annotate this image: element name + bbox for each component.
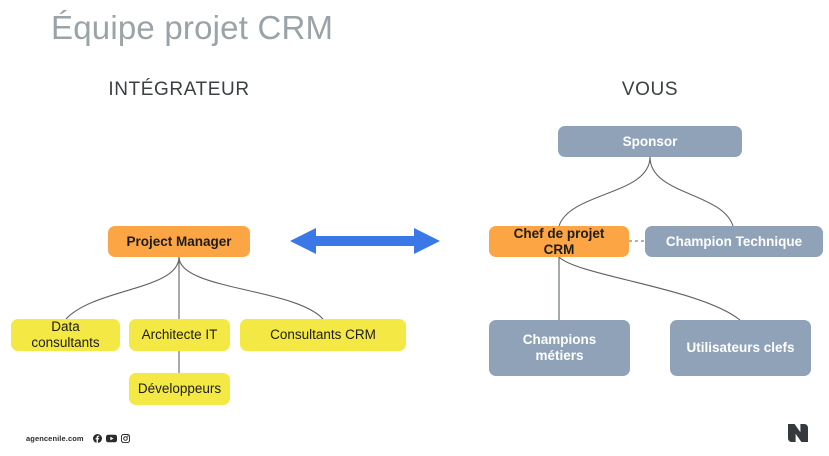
social-links: [92, 434, 130, 443]
instagram-icon[interactable]: [120, 434, 130, 443]
node-project-manager[interactable]: Project Manager: [108, 226, 250, 257]
connector-pm-data: [65, 256, 180, 320]
nile-logo: [788, 424, 808, 442]
node-developpeurs[interactable]: Développeurs: [129, 373, 230, 405]
node-chef-de-projet-crm[interactable]: Chef de projet CRM: [489, 226, 629, 257]
column-heading-integrator: INTÉGRATEUR: [108, 79, 250, 100]
node-data-consultants[interactable]: Data consultants: [11, 319, 120, 351]
exchange-double-arrow-icon: [290, 228, 440, 254]
youtube-icon[interactable]: [105, 434, 117, 443]
footer-site-label: agencenile.com: [26, 434, 84, 443]
node-champion-technique[interactable]: Champion Technique: [645, 226, 823, 257]
node-consultants-crm[interactable]: Consultants CRM: [240, 319, 406, 351]
connector-sponsor-chef: [558, 156, 651, 227]
node-champions-metiers[interactable]: Champions métiers: [489, 320, 630, 376]
connector-sponsor-champion: [649, 156, 734, 227]
node-sponsor[interactable]: Sponsor: [558, 126, 742, 157]
node-utilisateurs-clefs[interactable]: Utilisateurs clefs: [670, 320, 811, 376]
connector-chef-utilisateurs: [558, 256, 741, 321]
facebook-icon[interactable]: [92, 434, 102, 443]
connector-pm-consultants: [178, 256, 324, 320]
footer: agencenile.com: [26, 434, 130, 443]
node-architecte-it[interactable]: Architecte IT: [129, 319, 230, 351]
column-heading-client: VOUS: [621, 79, 679, 100]
page-title: Équipe projet CRM: [51, 9, 334, 46]
